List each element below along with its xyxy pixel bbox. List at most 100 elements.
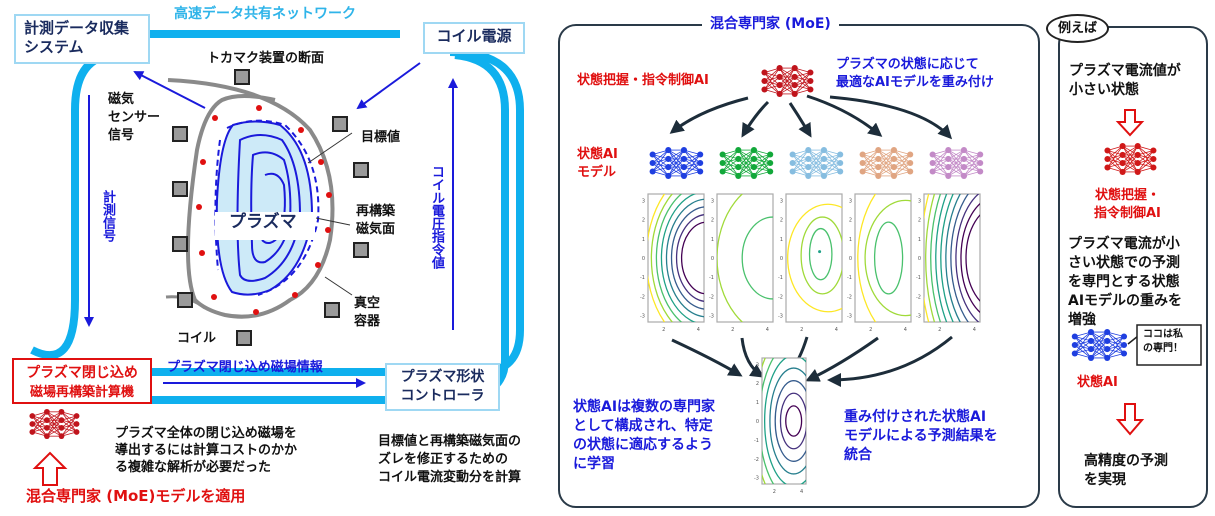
condition-line2: 小さい状態 <box>1069 82 1139 98</box>
y-tick: -3 <box>754 476 759 482</box>
nn-node <box>1104 164 1111 171</box>
nn-node <box>1104 354 1111 361</box>
y-tick: 2 <box>918 218 921 224</box>
example-gating-line2: 指令制御AI <box>1094 206 1161 221</box>
expert-note-line3: の状態に適応するよう <box>573 437 713 453</box>
contour-line <box>873 221 904 295</box>
nn-node <box>750 147 758 154</box>
cost-note: プラズマ全体の閉じ込め磁場を 導出するには計算コストのかか る複雑な解析が必要だ… <box>115 425 297 476</box>
contour-line <box>680 221 704 295</box>
nn-node <box>907 168 914 175</box>
expert-network-icon <box>649 147 704 179</box>
gating-note-line1: プラズマの状態に応じて <box>836 57 979 72</box>
field-reconstruction-computer[interactable]: プラズマ閉じ込め 磁場再構築計算機 <box>12 358 152 404</box>
nn-node <box>735 164 742 171</box>
nn-node <box>820 147 828 154</box>
action-line4: AIモデルの重みを <box>1068 293 1183 309</box>
nn-node <box>890 164 898 171</box>
y-tick: -3 <box>916 314 921 320</box>
combine-note-line3: 統合 <box>844 447 872 463</box>
expert-note: 状態AIは複数の専門家 として構成され、特定 の状態に適応するよう に学習 <box>573 398 715 474</box>
nn-node <box>719 159 726 167</box>
nn-node <box>789 151 796 158</box>
controller-note-line1: 目標値と再構築磁気面の <box>378 434 522 449</box>
contour-line <box>787 203 842 313</box>
expert-note-line1: 状態AIは複数の専門家 <box>573 399 716 415</box>
nn-node <box>960 164 968 171</box>
plasma-shape-controller[interactable]: プラズマ形状 コントローラ <box>385 363 500 411</box>
nn-node <box>929 159 936 167</box>
nn-node <box>665 164 672 171</box>
nn-node <box>945 172 952 179</box>
y-tick: 0 <box>711 256 714 262</box>
nn-node <box>907 159 914 167</box>
expert-label: 状態AI モデル <box>577 146 618 182</box>
x-tick: 4 <box>697 327 700 333</box>
expert-network-icon <box>719 147 774 179</box>
y-tick: 1 <box>780 237 783 243</box>
y-tick: -2 <box>640 294 645 300</box>
nn-node <box>1087 354 1095 361</box>
nn-node <box>761 86 768 93</box>
y-tick: -2 <box>754 457 759 463</box>
plasma-label: プラズマ <box>229 212 297 232</box>
nn-node <box>1150 164 1157 171</box>
contour-line <box>650 194 674 322</box>
nn-node <box>767 151 774 158</box>
nn-node <box>1104 147 1111 154</box>
x-tick: 2 <box>869 327 872 333</box>
nn-node <box>890 147 898 154</box>
nn-node <box>44 408 50 415</box>
expert-network-icon <box>789 147 844 179</box>
y-tick: -1 <box>709 275 714 281</box>
x-tick: 2 <box>938 327 941 333</box>
nn-node <box>977 168 984 175</box>
nn-node <box>776 73 783 80</box>
nn-node <box>665 147 672 154</box>
nn-node <box>805 147 812 154</box>
y-tick: 0 <box>642 256 645 262</box>
result-line1: 高精度の予測 <box>1084 453 1168 469</box>
nn-node <box>1071 350 1078 357</box>
gating-arrows <box>669 94 953 140</box>
nn-node <box>649 159 656 167</box>
y-tick: -2 <box>778 294 783 300</box>
y-tick: -3 <box>847 314 852 320</box>
y-tick: 3 <box>711 198 714 204</box>
nn-node <box>875 155 882 162</box>
gating-ai-label: 状態把握・指令制御AI <box>577 73 709 88</box>
nn-node <box>890 172 898 179</box>
y-tick: 2 <box>642 218 645 224</box>
nn-node <box>750 155 758 162</box>
nn-node <box>1071 333 1078 340</box>
nn-node <box>945 155 952 162</box>
y-tick: -3 <box>709 314 714 320</box>
contour-line <box>960 202 980 314</box>
nn-node <box>929 151 936 158</box>
data-collection-system[interactable]: 計測データ収集 システム <box>14 14 150 64</box>
vacuum-vessel-label: 真空 容器 <box>354 295 380 331</box>
x-tick: 4 <box>904 327 907 333</box>
coil-power-supply[interactable]: コイル電源 <box>423 22 525 54</box>
nn-node <box>945 147 952 154</box>
nn-node <box>697 159 704 167</box>
nn-node <box>960 172 968 179</box>
nn-node <box>859 151 866 158</box>
example-panel <box>1058 26 1208 508</box>
nn-node <box>776 65 783 72</box>
y-tick: -3 <box>778 314 783 320</box>
y-tick: 3 <box>642 198 645 204</box>
nn-node <box>29 413 36 419</box>
sensor-signal-label: 磁気 センサー 信号 <box>108 91 160 145</box>
nn-node <box>1071 341 1078 349</box>
y-tick: 3 <box>918 198 921 204</box>
nn-node <box>1119 151 1126 158</box>
nn-node <box>44 433 50 440</box>
reconstructed-line2: 磁気面 <box>356 222 396 237</box>
nn-node <box>1120 333 1128 340</box>
nn-node <box>977 151 984 158</box>
example-condition: プラズマ電流値が 小さい状態 <box>1069 62 1181 100</box>
